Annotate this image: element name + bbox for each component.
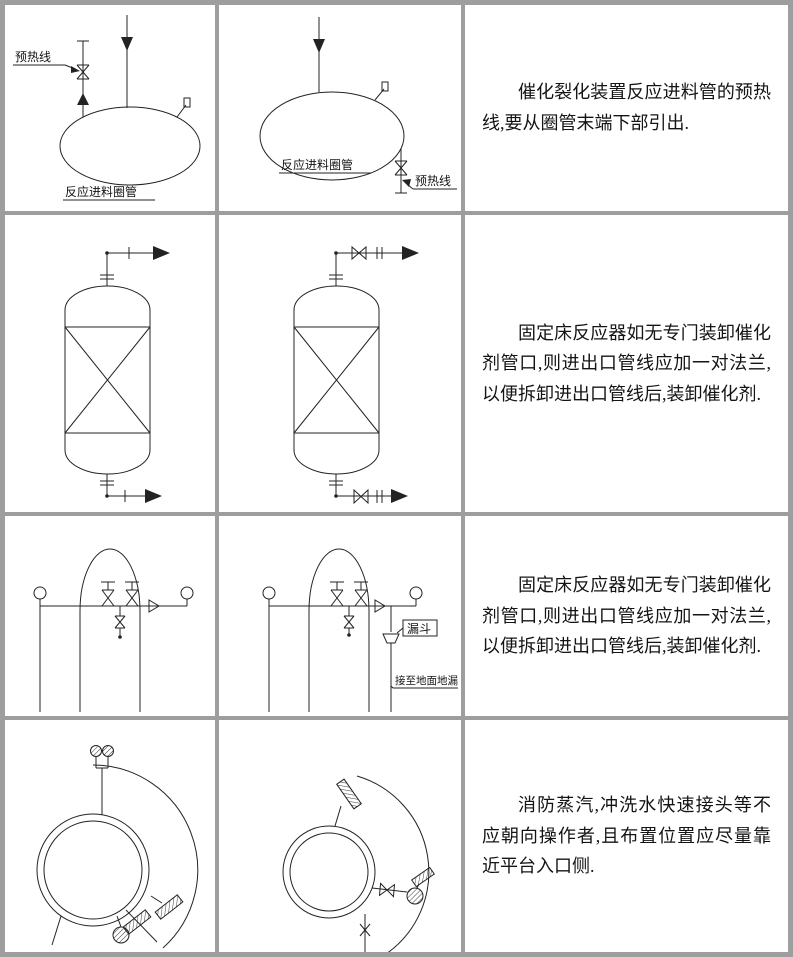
platform-plan-diagram-right	[282, 775, 436, 952]
row4-note-cell: 消防蒸汽,冲洗水快速接头等不应朝向操作者,且布置位置应尽量靠近平台入口侧.	[465, 720, 788, 952]
vessel-dome	[79, 548, 141, 712]
row3-right-example-cell: 漏斗 接至地面地漏	[219, 516, 461, 716]
platform-arc	[356, 775, 430, 952]
drop-valve-icon	[343, 606, 355, 637]
hose-station-icon	[410, 866, 436, 888]
valve-icon	[351, 245, 367, 261]
row1-note-cell: 催化裂化装置反应进料管的预热线,要从圈管末端下部引出.	[465, 5, 788, 211]
note-text: 消防蒸汽,冲洗水快速接头等不应朝向操作者,且布置位置应尽量靠近平台入口侧.	[482, 795, 771, 877]
row3-wrong-example-cell	[5, 516, 215, 716]
preheat-line-label: 预热线	[415, 174, 451, 188]
ring-pipe-label: 反应进料圈管	[281, 157, 353, 172]
flow-arrow-up-icon	[77, 93, 89, 105]
platform-arc	[92, 764, 199, 949]
valve-icon	[378, 882, 396, 898]
flow-arrow-down-icon	[121, 37, 133, 51]
hose-station-icon	[336, 778, 362, 810]
hand-valve-icon	[125, 581, 139, 607]
flow-arrow-down-icon	[313, 39, 325, 53]
flow-arrow-right-icon	[391, 489, 408, 503]
drain-label: 接至地面地漏	[395, 674, 458, 687]
vessel-plan-circle	[282, 825, 376, 919]
leader-arrow-icon	[71, 66, 80, 73]
flag-icon	[374, 81, 389, 101]
vessel-dome	[308, 548, 370, 712]
vessel-plan-circle	[36, 813, 150, 927]
valve-icon	[359, 923, 371, 937]
hand-valve-icon	[101, 581, 115, 607]
instrument-circle-icon	[180, 586, 194, 600]
ring-pipe	[259, 91, 405, 181]
note-text: 固定床反应器如无专门装卸催化剂管口,则进出口管线应加一对法兰,以便拆卸进出口管线…	[482, 322, 771, 404]
row1-right-example-cell: 预热线 反应进料圈管	[219, 5, 461, 211]
flow-arrow-right-icon	[153, 246, 170, 260]
check-valve-icon	[374, 599, 386, 613]
reactor-diagram-right	[293, 245, 419, 505]
leader-arrow-icon	[402, 179, 411, 187]
check-valve-icon	[148, 599, 160, 613]
ring-pipe-diagram-left: 预热线 反应进料圈管	[13, 15, 201, 201]
fixed-bed-reactor	[293, 285, 380, 475]
funnel-label: 漏斗	[407, 622, 431, 636]
drop-valve-icon	[114, 606, 126, 639]
quick-coupling-icon	[406, 887, 424, 905]
ring-pipe	[59, 106, 201, 186]
quick-coupling-icon	[112, 926, 130, 944]
hose-station-icon	[154, 894, 184, 920]
reactor-top-diagram-right: 漏斗 接至地面地漏	[262, 548, 458, 712]
valve-icon	[353, 488, 369, 505]
flow-arrow-right-icon	[402, 246, 419, 260]
quick-coupling-icon	[90, 745, 102, 757]
preheat-line-label: 预热线	[15, 50, 51, 64]
instrument-circle-icon	[262, 586, 276, 600]
note-text: 催化裂化装置反应进料管的预热线,要从圈管末端下部引出.	[482, 82, 771, 133]
note-text: 固定床反应器如无专门装卸催化剂管口,则进出口管线应加一对法兰,以便拆卸进出口管线…	[482, 575, 771, 657]
valve-icon	[76, 64, 90, 80]
reactor-diagram-left	[64, 246, 170, 503]
valve-icon	[394, 160, 408, 176]
quick-coupling-icon	[102, 745, 114, 757]
flow-arrow-right-icon	[145, 489, 162, 503]
flag-icon	[176, 97, 191, 118]
hand-valve-icon	[354, 581, 368, 607]
flange-pair-icon	[376, 247, 383, 259]
row4-wrong-example-cell	[5, 720, 215, 952]
row2-wrong-example-cell	[5, 215, 215, 512]
instrument-circle-icon	[33, 586, 47, 600]
row2-right-example-cell	[219, 215, 461, 512]
funnel-icon	[382, 633, 400, 644]
row2-note-cell: 固定床反应器如无专门装卸催化剂管口,则进出口管线应加一对法兰,以便拆卸进出口管线…	[465, 215, 788, 512]
instrument-circle-icon	[409, 586, 423, 600]
row4-right-example-cell	[219, 720, 461, 952]
row3-note-cell: 固定床反应器如无专门装卸催化剂管口,则进出口管线应加一对法兰,以便拆卸进出口管线…	[465, 516, 788, 716]
ring-pipe-label: 反应进料圈管	[65, 184, 137, 199]
platform-plan-diagram-left	[36, 745, 199, 949]
fixed-bed-reactor	[64, 285, 151, 475]
hand-valve-icon	[330, 581, 344, 607]
reactor-top-diagram-left	[33, 548, 194, 712]
ring-pipe-diagram-right: 预热线 反应进料圈管	[259, 17, 457, 194]
row1-wrong-example-cell: 预热线 反应进料圈管	[5, 5, 215, 211]
flange-pair-icon	[376, 490, 383, 503]
